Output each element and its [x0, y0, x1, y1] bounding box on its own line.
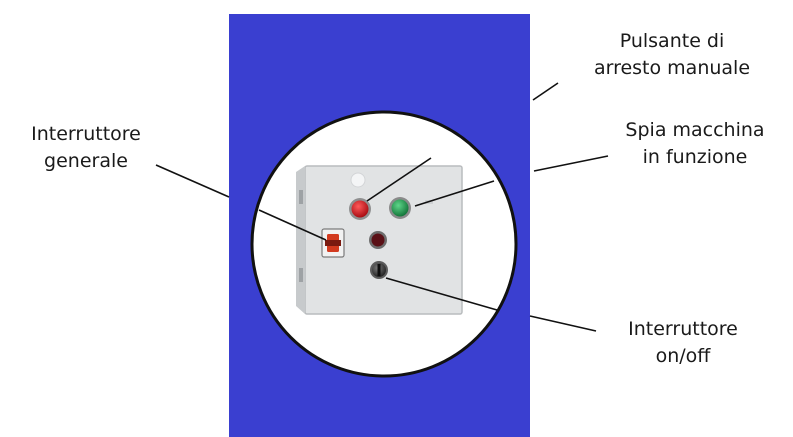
- side-hinge: [299, 268, 303, 282]
- leader-pulsante: [532, 82, 559, 101]
- label-onoff-line1: Interruttore: [628, 318, 738, 340]
- label-interruttore-onoff: Interruttore on/off: [598, 316, 768, 370]
- label-pulsante-arresto: Pulsante di arresto manuale: [572, 28, 772, 82]
- label-onoff-line2: on/off: [655, 345, 711, 367]
- leader-interruttore-generale: [155, 164, 230, 198]
- side-hinge: [299, 190, 303, 204]
- label-spia-line2: in funzione: [642, 146, 748, 168]
- leader-pulsante-inner: [366, 157, 432, 202]
- top-indicator: [350, 172, 366, 188]
- leader-interruttore-generale-inner: [258, 209, 327, 241]
- label-spia-line1: Spia macchina: [625, 119, 765, 141]
- control-box-group: [296, 165, 463, 315]
- onoff-selector-slot: [377, 264, 381, 276]
- run-lamp: [391, 199, 409, 217]
- main-switch-collar: [325, 240, 341, 246]
- label-pulsante-line1: Pulsante di: [619, 30, 725, 52]
- leader-spia: [533, 155, 609, 172]
- label-interruttore-gen-line2: generale: [44, 150, 128, 172]
- control-box-side: [296, 166, 305, 314]
- leader-spia-inner: [414, 180, 495, 207]
- stop-button[interactable]: [351, 200, 369, 218]
- label-interruttore-generale: Interruttore generale: [6, 121, 166, 175]
- label-interruttore-gen-line1: Interruttore: [31, 123, 141, 145]
- leader-onoff: [529, 315, 597, 332]
- reset-button[interactable]: [371, 233, 385, 247]
- leader-onoff-inner: [385, 277, 498, 311]
- label-pulsante-line2: arresto manuale: [593, 57, 751, 79]
- label-spia-macchina: Spia macchina in funzione: [600, 117, 790, 171]
